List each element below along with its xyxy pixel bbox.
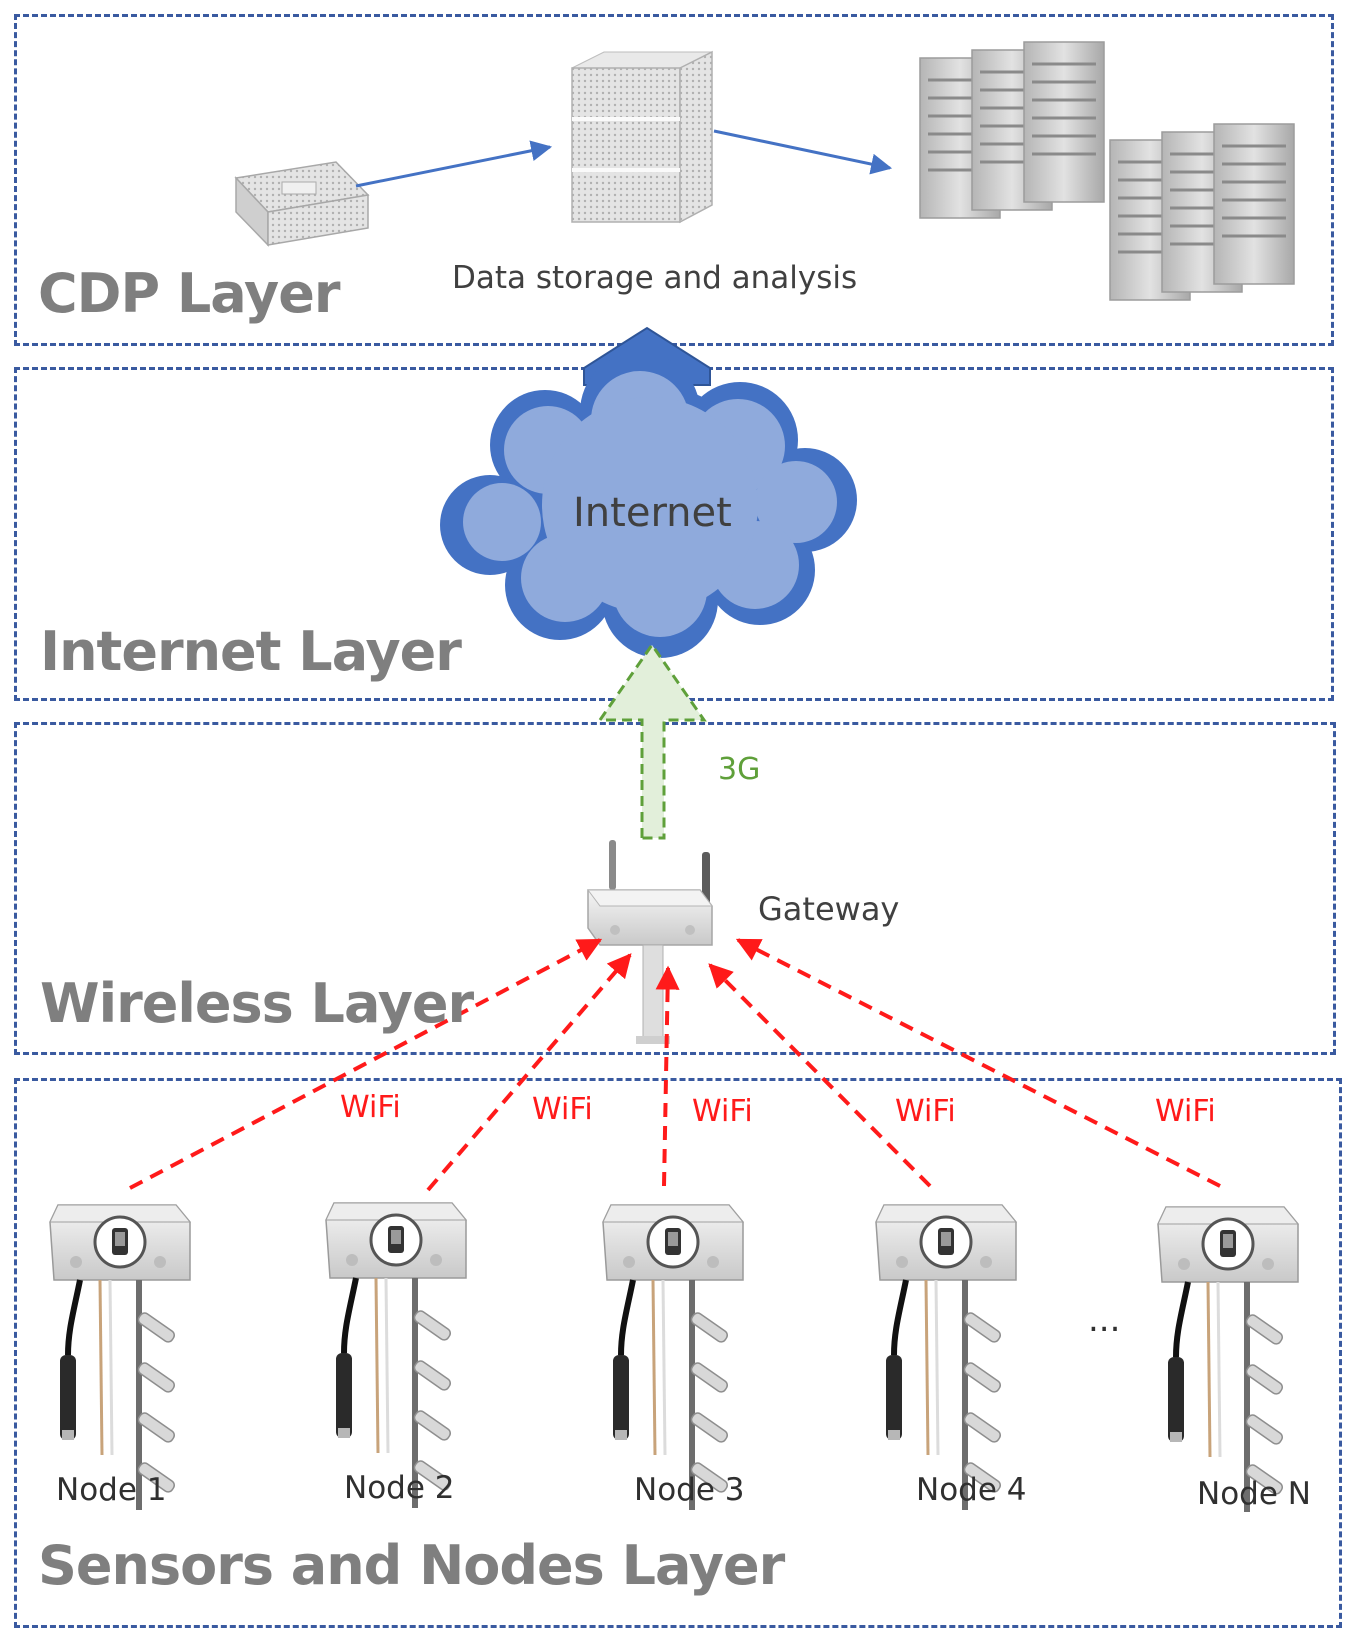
wireless-layer-title: Wireless Layer xyxy=(40,972,474,1035)
cdp-layer-title: CDP Layer xyxy=(38,262,340,325)
wifi-link-1 xyxy=(129,938,603,1190)
node-label-5: Node N xyxy=(1197,1476,1311,1512)
nodes-ellipsis: ... xyxy=(1088,1300,1121,1340)
wifi-link-5 xyxy=(735,938,1221,1188)
node-label-4: Node 4 xyxy=(916,1472,1027,1508)
node-label-3: Node 3 xyxy=(634,1472,745,1508)
wifi-label-1: WiFi xyxy=(340,1090,401,1125)
internet-cloud-label: Internet xyxy=(573,490,732,536)
sensors-layer-frame xyxy=(14,1078,1342,1628)
sensor-node-icon-3 xyxy=(603,1205,743,1510)
wifi-label-4: WiFi xyxy=(895,1094,956,1129)
server-switch-icon xyxy=(234,161,370,247)
flow-arrow-1 xyxy=(355,140,553,188)
node-label-2: Node 2 xyxy=(344,1470,455,1506)
sensor-node-icon-1 xyxy=(50,1205,190,1510)
flow-arrow-2 xyxy=(713,129,893,175)
internet-cloud-icon xyxy=(440,352,857,658)
wifi-link-4 xyxy=(708,963,932,1188)
server-farm-icon xyxy=(918,40,1296,302)
node-label-1: Node 1 xyxy=(56,1472,167,1508)
gateway-icon xyxy=(587,840,713,1044)
wireless-layer-frame xyxy=(14,722,1336,1055)
gateway-label: Gateway xyxy=(758,890,900,928)
sensors-layer-title: Sensors and Nodes Layer xyxy=(38,1534,785,1597)
sensor-node-icon-2 xyxy=(326,1203,466,1508)
internet-layer-title: Internet Layer xyxy=(40,620,462,683)
uplink-3g-label: 3G xyxy=(718,752,761,787)
storage-label: Data storage and analysis xyxy=(452,260,858,296)
sensor-node-icon-4 xyxy=(876,1205,1016,1510)
uplink-arrow-3g xyxy=(597,642,707,840)
wifi-label-5: WiFi xyxy=(1155,1094,1216,1129)
storage-rack-icon xyxy=(571,50,713,224)
wifi-link-2 xyxy=(426,953,632,1192)
sensor-node-icon-5 xyxy=(1158,1207,1298,1512)
wifi-link-3 xyxy=(655,965,680,1187)
wifi-links xyxy=(129,938,1221,1192)
wifi-label-2: WiFi xyxy=(532,1092,593,1127)
wifi-label-3: WiFi xyxy=(692,1094,753,1129)
